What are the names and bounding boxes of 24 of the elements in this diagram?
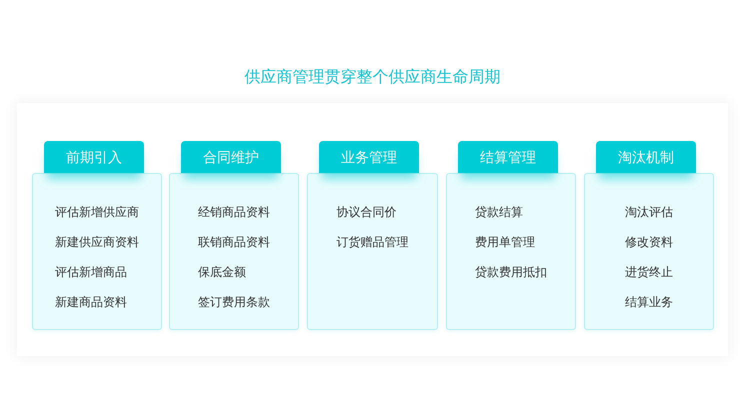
- list-item: 保底金额: [198, 264, 247, 281]
- list-item: 进货终止: [625, 264, 673, 281]
- list-item: 订货赠品管理: [336, 234, 408, 251]
- list-item: 签订费用条款: [198, 294, 270, 311]
- card-header-tab: 合同维护: [181, 141, 281, 173]
- list-item: 新建商品资料: [55, 294, 128, 311]
- card-header-tab: 结算管理: [458, 141, 558, 173]
- list-item: 贷款费用抵扣: [475, 264, 547, 281]
- list-item: 费用单管理: [475, 234, 536, 251]
- diagram-title: 供应商管理贯穿整个供应商生命周期: [244, 68, 502, 88]
- card-header-tab: 前期引入: [44, 141, 144, 173]
- list-item: 结算业务: [625, 294, 673, 311]
- list-item: 经销商品资料: [198, 204, 270, 221]
- list-item: 协议合同价: [336, 204, 398, 221]
- list-item: 新建供应商资料: [55, 234, 139, 251]
- list-item: 评估新增商品: [55, 264, 128, 281]
- list-item: 淘汰评估: [625, 204, 673, 221]
- card-header-tab: 业务管理: [319, 141, 419, 173]
- list-item: 修改资料: [625, 234, 673, 251]
- list-item: 联销商品资料: [198, 234, 270, 251]
- card-header-tab: 淘汰机制: [596, 141, 696, 173]
- list-item: 贷款结算: [475, 204, 524, 221]
- panel-background: [17, 103, 728, 356]
- list-item: 评估新增供应商: [55, 204, 139, 221]
